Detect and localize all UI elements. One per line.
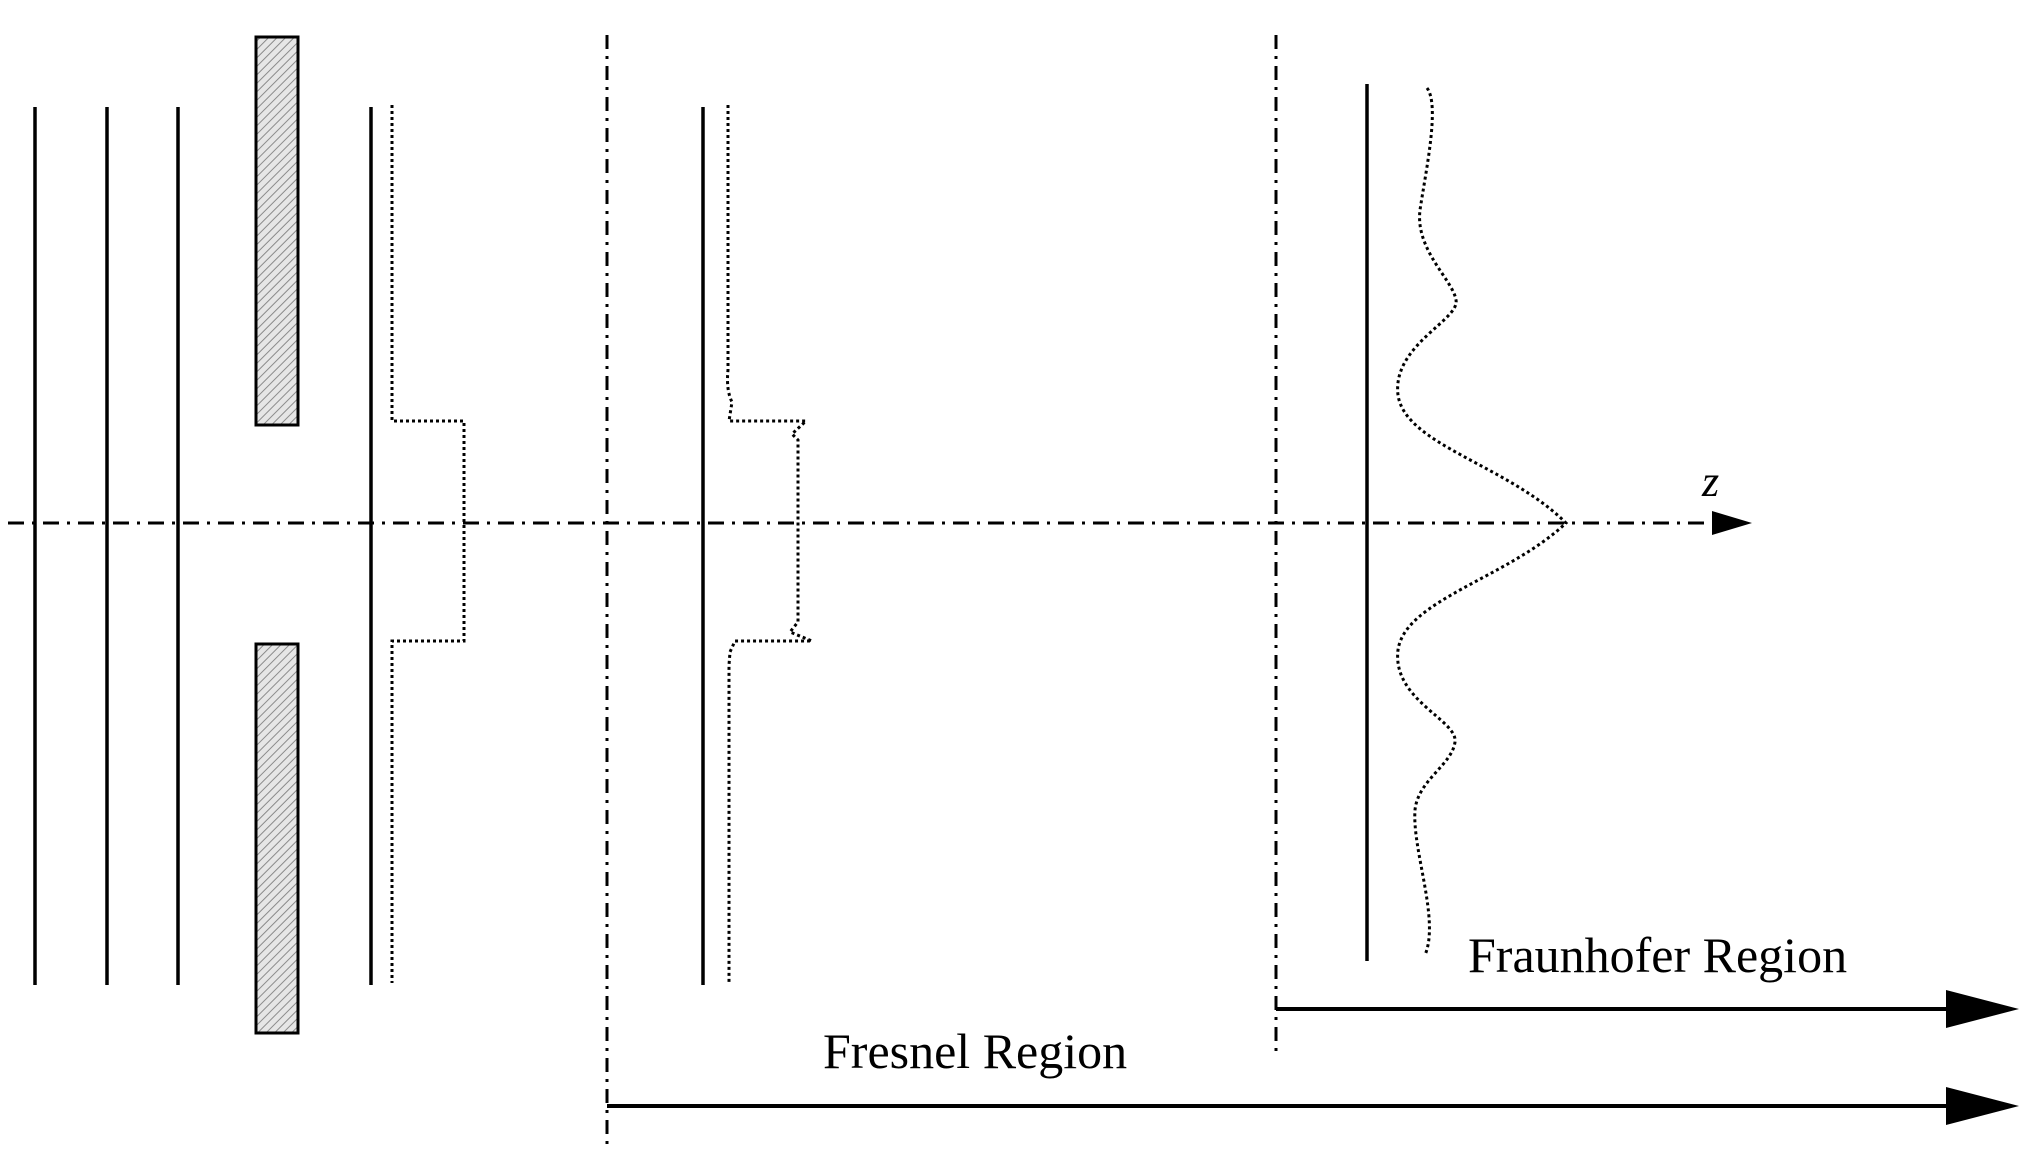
fresnel-region-label: Fresnel Region: [823, 1023, 1127, 1079]
fresnel-region-marker: Fresnel Region: [607, 1023, 2019, 1125]
aperture-top-block: [254, 35, 300, 427]
aperture-plane: [369, 105, 466, 985]
fresnel-region-arrowhead: [1946, 1087, 2019, 1125]
optical-axis: z: [8, 457, 1752, 535]
fresnel-intensity-profile: [726, 105, 813, 983]
fresnel-plane: [701, 105, 813, 985]
fraunhofer-region-label: Fraunhofer Region: [1468, 927, 1847, 983]
incident-wavefronts: [33, 107, 180, 985]
fraunhofer-plane: [1365, 84, 1569, 961]
fraunhofer-region-arrowhead: [1946, 990, 2019, 1028]
aperture: [254, 35, 300, 1035]
fraunhofer-region-marker: Fraunhofer Region: [1276, 927, 2019, 1028]
aperture-intensity-profile: [390, 105, 466, 983]
fraunhofer-intensity-profile: [1396, 87, 1569, 956]
axis-arrowhead: [1712, 511, 1752, 535]
axis-label: z: [1701, 457, 1719, 506]
aperture-bottom-block: [254, 642, 300, 1035]
